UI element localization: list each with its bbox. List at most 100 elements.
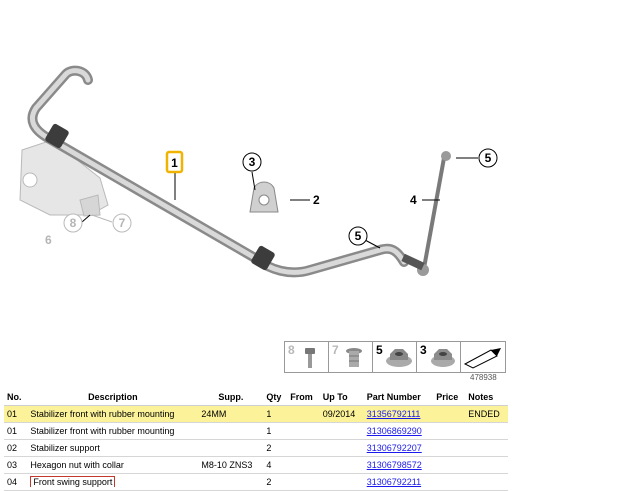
cell-qty: 2 [263,439,288,457]
hex-nut-collar-icon [431,349,455,367]
thumbnail-8[interactable]: 8 [285,342,329,372]
cell-part-number: 31356792111 [363,405,434,423]
table-row[interactable]: 04 Front swing support 2 31306792211 [4,473,508,491]
cell-description: Stabilizer front with rubber mounting [27,405,199,423]
cell-from [287,456,320,474]
cell-up-to [319,439,364,457]
callout-1[interactable]: 1 [165,150,184,174]
cell-qty: 1 [263,405,288,423]
cell-part-number: 31306792207 [363,439,434,457]
parts-table: No. Description Supp. Qty From Up To Par… [4,389,508,491]
bolt-icon [305,348,315,368]
part-number-link[interactable]: 31306792207 [366,443,422,453]
header-supp: Supp. [198,389,264,406]
cell-notes [465,473,508,491]
callout-8[interactable]: 8 [63,213,83,233]
cell-price [433,439,466,457]
thumbnail-5-number: 5 [376,343,383,357]
rivet-nut-icon [346,348,362,367]
cell-from [287,439,320,457]
callout-6[interactable]: 6 [45,233,52,247]
cell-no: 04 [4,473,28,491]
header-part-number: Part Number [363,389,434,406]
svg-text:5: 5 [485,151,492,165]
part-number-link[interactable]: 31306798572 [366,460,422,470]
table-row[interactable]: 01 Stabilizer front with rubber mounting… [4,422,508,440]
table-header-row: No. Description Supp. Qty From Up To Par… [4,389,508,406]
header-no: No. [4,389,28,406]
part-number-link[interactable]: 31306792211 [366,477,422,487]
hardware-thumbnail-strip: 8 7 5 3 [284,341,506,373]
cell-description: Stabilizer support [27,439,199,457]
parts-diagram: 1 3 2 4 5 5 6 7 8 [19,65,498,278]
flange-nut-icon [386,349,412,367]
thumbnail-7[interactable]: 7 [329,342,373,372]
callout-5-top[interactable]: 5 [478,148,498,168]
cell-from [287,422,320,440]
svg-text:6: 6 [45,233,52,247]
cell-supp: M8-10 ZNS3 [198,456,264,474]
diagram-id: 478938 [470,373,497,382]
table-row[interactable]: 02 Stabilizer support 2 31306792207 [4,439,508,457]
thumbnail-3[interactable]: 3 [417,342,461,372]
cell-supp [198,439,264,457]
callout-7[interactable]: 7 [112,213,132,233]
cell-part-number: 31306792211 [363,473,434,491]
header-notes: Notes [465,389,508,406]
part-number-link[interactable]: 31356792111 [366,409,421,419]
cell-part-number: 31306869290 [363,422,434,440]
rubber-mount-right [251,245,275,271]
header-price: Price [433,389,466,406]
cell-description: Hexagon nut with collar [27,456,199,474]
cell-up-to [319,456,364,474]
callout-5-bottom[interactable]: 5 [348,226,368,246]
header-qty: Qty [263,389,288,406]
svg-text:2: 2 [313,193,320,207]
svg-text:4: 4 [410,193,417,207]
cell-up-to [319,422,364,440]
direction-arrow-icon [463,348,501,369]
header-from: From [287,389,320,406]
swing-support-illustration [422,157,446,269]
table-row[interactable]: 03 Hexagon nut with collar M8-10 ZNS3 4 … [4,456,508,474]
table-row[interactable]: 01 Stabilizer front with rubber mounting… [4,405,508,423]
cell-notes [465,422,508,440]
callout-2[interactable]: 2 [313,193,320,207]
thumbnail-7-number: 7 [332,343,339,357]
cell-supp [198,473,264,491]
rubber-mount-left [45,123,69,149]
cell-description: Stabilizer front with rubber mounting [27,422,199,440]
cell-notes [465,439,508,457]
thumbnail-5[interactable]: 5 [373,342,417,372]
part-number-link[interactable]: 31306869290 [366,426,422,436]
thumbnail-direction[interactable] [461,342,505,372]
cell-no: 01 [4,422,28,440]
svg-text:8: 8 [70,216,77,230]
callout-3[interactable]: 3 [242,152,262,172]
callout-4[interactable]: 4 [410,193,417,207]
thumbnail-8-number: 8 [288,343,295,357]
header-up-to: Up To [319,389,364,406]
cell-price [433,405,466,423]
cell-qty: 4 [263,456,288,474]
svg-text:7: 7 [119,216,126,230]
cell-notes: ENDED [465,405,508,423]
cell-notes [465,456,508,474]
cell-supp: 24MM [198,405,264,423]
svg-text:3: 3 [249,155,256,169]
cell-no: 03 [4,456,28,474]
description-text: Front swing support [30,476,116,487]
cell-from [287,473,320,491]
cell-part-number: 31306798572 [363,456,434,474]
cell-no: 01 [4,405,28,423]
cell-supp [198,422,264,440]
cell-from [287,405,320,423]
cell-up-to: 09/2014 [319,405,364,423]
thumbnail-3-number: 3 [420,343,427,357]
cell-description: Front swing support [27,473,199,491]
cell-price [433,456,466,474]
svg-text:1: 1 [171,156,178,170]
cell-up-to [319,473,364,491]
bracket-illustration [19,139,109,217]
cell-qty: 2 [263,473,288,491]
